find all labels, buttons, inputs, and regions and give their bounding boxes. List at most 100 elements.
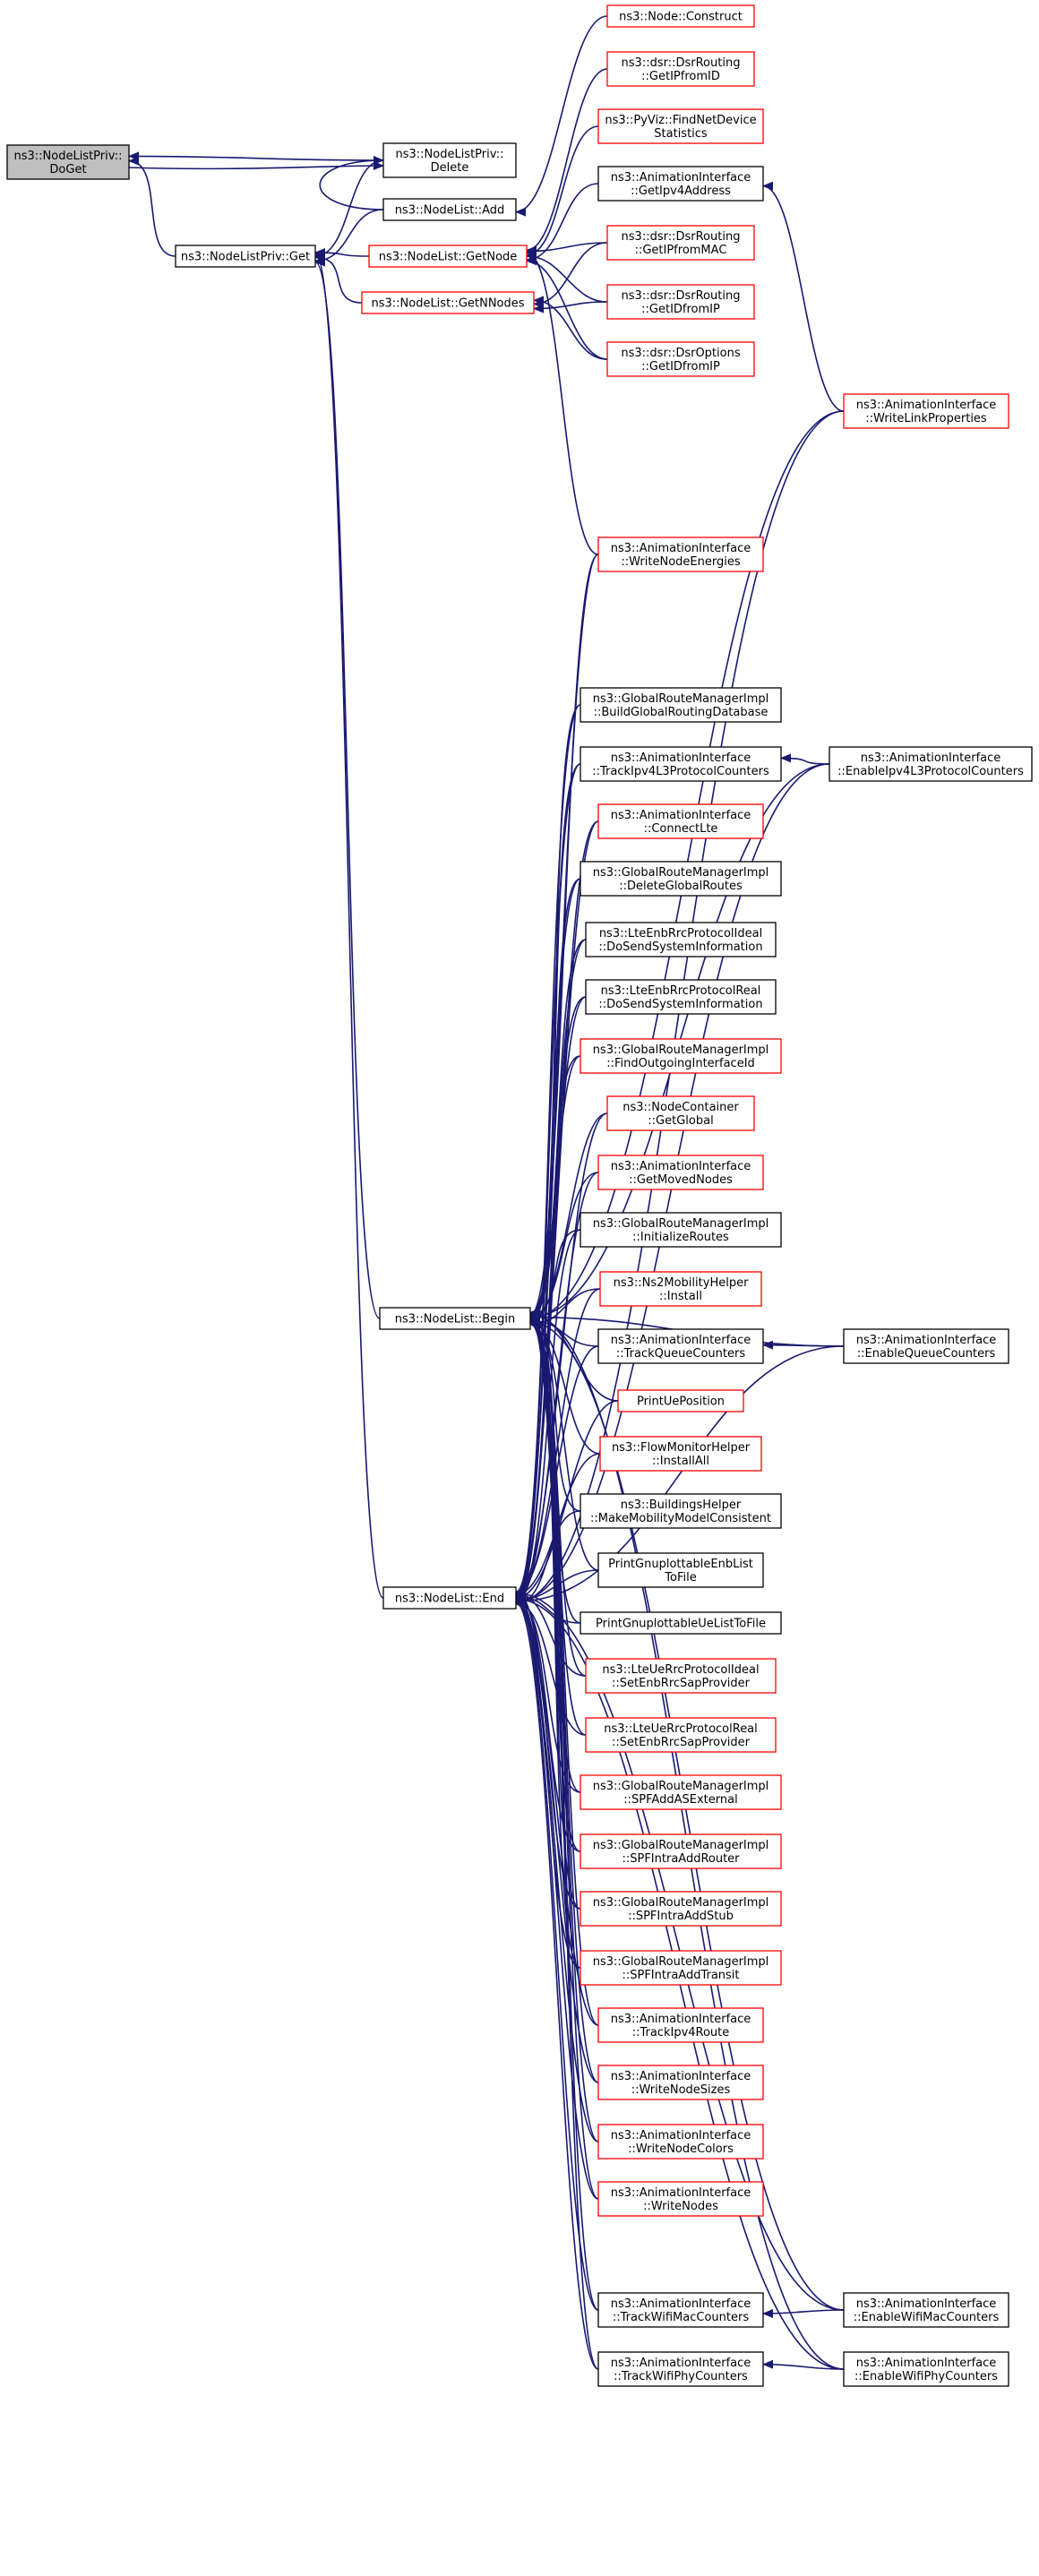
node-label: ns3::LteUeRrcProtocolReal bbox=[604, 1722, 758, 1736]
graph-node-getnode[interactable]: ns3::NodeList::GetNode bbox=[368, 245, 528, 268]
node-label: ns3::AnimationInterface bbox=[611, 542, 751, 555]
node-box bbox=[597, 2351, 764, 2387]
graph-node-getmovednodes[interactable]: ns3::AnimationInterface::GetMovedNodes bbox=[597, 1155, 764, 1190]
graph-edge-findoutgoing-to-end bbox=[515, 1055, 581, 1601]
graph-node-getnnodes[interactable]: ns3::NodeList::GetNNodes bbox=[361, 291, 535, 314]
node-label: ::TrackQueueCounters bbox=[616, 1347, 745, 1361]
node-box bbox=[597, 537, 764, 572]
graph-node-writenodecolors[interactable]: ns3::AnimationInterface::WriteNodeColors bbox=[597, 2124, 764, 2160]
graph-node-enablewifiphy[interactable]: ns3::AnimationInterface::EnableWifiPhyCo… bbox=[843, 2351, 1009, 2387]
graph-node-trackipv4l3[interactable]: ns3::AnimationInterface::TrackIpv4L3Prot… bbox=[580, 746, 782, 782]
node-box bbox=[597, 1552, 764, 1588]
node-label: ::FindOutgoingInterfaceId bbox=[606, 1057, 755, 1070]
graph-node-dsr_getipfromid[interactable]: ns3::dsr::DsrRouting::GetIPfromID bbox=[606, 51, 755, 87]
node-label: ns3::NodeContainer bbox=[623, 1101, 739, 1114]
graph-node-ltenbideal[interactable]: ns3::LteEnbRrcProtocolIdeal::DoSendSyste… bbox=[585, 922, 777, 957]
node-label: ns3::GlobalRouteManagerImpl bbox=[593, 1780, 769, 1793]
node-box bbox=[175, 245, 316, 268]
node-label: ToFile bbox=[664, 1571, 696, 1584]
node-box bbox=[580, 1611, 782, 1635]
graph-node-begin[interactable]: ns3::NodeList::Begin bbox=[379, 1307, 531, 1330]
graph-node-buildglobal[interactable]: ns3::GlobalRouteManagerImpl::BuildGlobal… bbox=[580, 687, 782, 723]
graph-node-trackqueue[interactable]: ns3::AnimationInterface::TrackQueueCount… bbox=[597, 1328, 764, 1364]
node-label: ::TrackWifiPhyCounters bbox=[614, 2370, 748, 2383]
node-label: ::GetIpv4Address bbox=[631, 185, 731, 198]
graph-node-writenodesizes[interactable]: ns3::AnimationInterface::WriteNodeSizes bbox=[597, 2065, 764, 2100]
graph-node-deleteglobal[interactable]: ns3::GlobalRouteManagerImpl::DeleteGloba… bbox=[580, 861, 782, 897]
graph-node-dsropt_getidfromip[interactable]: ns3::dsr::DsrOptions::GetIDfromIP bbox=[606, 341, 755, 377]
node-label: ::TrackIpv4L3ProtocolCounters bbox=[592, 765, 769, 778]
node-label: ns3::AnimationInterface bbox=[611, 2186, 751, 2200]
graph-node-getipv4[interactable]: ns3::AnimationInterface::GetIpv4Address bbox=[597, 166, 764, 202]
graph-node-initroutes[interactable]: ns3::GlobalRouteManagerImpl::InitializeR… bbox=[580, 1212, 782, 1248]
graph-edge-writenodeenergies-to-getnode bbox=[526, 248, 599, 555]
graph-node-spfrouter[interactable]: ns3::GlobalRouteManagerImpl::SPFIntraAdd… bbox=[580, 1833, 782, 1869]
node-label: ns3::AnimationInterface bbox=[611, 1160, 751, 1173]
node-label: ns3::GlobalRouteManagerImpl bbox=[593, 692, 769, 706]
node-box bbox=[580, 1038, 782, 1074]
graph-node-printue[interactable]: PrintUePosition bbox=[617, 1389, 744, 1413]
graph-node-dsr_getipfrommac[interactable]: ns3::dsr::DsrRouting::GetIPfromMAC bbox=[606, 225, 755, 261]
node-box bbox=[597, 1155, 764, 1190]
graph-edge-add-to-delete bbox=[319, 156, 384, 210]
graph-node-flowmonitor[interactable]: ns3::FlowMonitorHelper::InstallAll bbox=[599, 1436, 762, 1472]
graph-node-end[interactable]: ns3::NodeList::End bbox=[382, 1586, 517, 1610]
graph-node-construct[interactable]: ns3::Node::Construct bbox=[606, 4, 755, 28]
graph-node-ns2mobility[interactable]: ns3::Ns2MobilityHelper::Install bbox=[599, 1271, 762, 1307]
node-box bbox=[843, 1328, 1009, 1364]
graph-edges bbox=[128, 15, 845, 2370]
graph-node-doget[interactable]: ns3::NodeListPriv::DoGet bbox=[6, 144, 130, 180]
node-label: ::GetGlobal bbox=[648, 1114, 713, 1128]
node-label: ::EnableQueueCounters bbox=[857, 1347, 996, 1361]
node-label: ::EnableIpv4L3ProtocolCounters bbox=[837, 765, 1024, 778]
graph-node-trackwifimac[interactable]: ns3::AnimationInterface::TrackWifiMacCou… bbox=[597, 2292, 764, 2328]
graph-node-spfaddas[interactable]: ns3::GlobalRouteManagerImpl::SPFAddASExt… bbox=[580, 1774, 782, 1810]
node-label: ns3::dsr::DsrOptions bbox=[621, 347, 740, 360]
node-label: ::Install bbox=[659, 1290, 702, 1303]
graph-node-ltenbreal[interactable]: ns3::LteEnbRrcProtocolReal::DoSendSystem… bbox=[585, 979, 777, 1015]
node-box bbox=[361, 291, 535, 314]
graph-node-enablewifimac[interactable]: ns3::AnimationInterface::EnableWifiMacCo… bbox=[843, 2292, 1009, 2328]
graph-node-enableipv4l3[interactable]: ns3::AnimationInterface::EnableIpv4L3Pro… bbox=[829, 746, 1033, 782]
node-box bbox=[597, 2292, 764, 2328]
node-box bbox=[606, 341, 755, 377]
graph-node-findoutgoing[interactable]: ns3::GlobalRouteManagerImpl::FindOutgoin… bbox=[580, 1038, 782, 1074]
node-box bbox=[829, 746, 1033, 782]
node-label: ns3::GlobalRouteManagerImpl bbox=[593, 1955, 769, 1969]
node-label: ns3::NodeListPriv:: bbox=[395, 148, 503, 161]
graph-node-writelinkprops[interactable]: ns3::AnimationInterface::WriteLinkProper… bbox=[843, 393, 1009, 429]
graph-node-connectlte[interactable]: ns3::AnimationInterface::ConnectLte bbox=[597, 803, 764, 839]
graph-node-get[interactable]: ns3::NodeListPriv::Get bbox=[175, 245, 316, 268]
graph-edge-dsr_getipfrommac-to-getnode bbox=[526, 242, 608, 256]
node-label: ::GetMovedNodes bbox=[629, 1173, 733, 1187]
graph-node-spfstub[interactable]: ns3::GlobalRouteManagerImpl::SPFIntraAdd… bbox=[580, 1891, 782, 1927]
graph-node-buildingshelper[interactable]: ns3::BuildingsHelper::MakeMobilityModelC… bbox=[580, 1493, 782, 1529]
graph-edge-deleteglobal-to-end bbox=[515, 878, 581, 1599]
graph-node-printgnuplotue[interactable]: PrintGnuplottableUeListToFile bbox=[580, 1611, 782, 1635]
graph-node-enablequeue[interactable]: ns3::AnimationInterface::EnableQueueCoun… bbox=[843, 1328, 1009, 1364]
graph-node-trackwifiphy[interactable]: ns3::AnimationInterface::TrackWifiPhyCou… bbox=[597, 2351, 764, 2387]
graph-node-lteuereal[interactable]: ns3::LteUeRrcProtocolReal::SetEnbRrcSapP… bbox=[585, 1717, 777, 1753]
node-box bbox=[580, 1833, 782, 1869]
node-box bbox=[382, 1586, 517, 1610]
node-label: ns3::AnimationInterface bbox=[856, 399, 997, 412]
node-box bbox=[597, 166, 764, 202]
graph-node-lteueideal[interactable]: ns3::LteUeRrcProtocolIdeal::SetEnbRrcSap… bbox=[585, 1658, 777, 1694]
graph-node-spftransit[interactable]: ns3::GlobalRouteManagerImpl::SPFIntraAdd… bbox=[580, 1950, 782, 1986]
graph-node-add[interactable]: ns3::NodeList::Add bbox=[382, 198, 517, 221]
graph-edge-writenodesizes-to-end bbox=[515, 1590, 599, 2083]
graph-node-writenodes[interactable]: ns3::AnimationInterface::WriteNodes bbox=[597, 2181, 764, 2217]
node-label: PrintUePosition bbox=[637, 1395, 725, 1409]
graph-node-trackipv4route[interactable]: ns3::AnimationInterface::TrackIpv4Route bbox=[597, 2007, 764, 2043]
node-box bbox=[585, 922, 777, 957]
node-label: ns3::NodeList::GetNNodes bbox=[371, 297, 524, 311]
graph-node-writenodeenergies[interactable]: ns3::AnimationInterface::WriteNodeEnergi… bbox=[597, 537, 764, 572]
graph-node-delete[interactable]: ns3::NodeListPriv::Delete bbox=[382, 142, 517, 178]
graph-node-nodecontainer[interactable]: ns3::NodeContainer::GetGlobal bbox=[606, 1095, 755, 1131]
node-label: ns3::NodeList::GetNode bbox=[379, 251, 518, 264]
graph-node-dsr_getidfromip[interactable]: ns3::dsr::DsrRouting::GetIDfromIP bbox=[606, 284, 755, 320]
graph-edge-enablewifiphy-to-trackwifiphy bbox=[762, 2359, 845, 2370]
node-label: ::EnableWifiPhyCounters bbox=[854, 2370, 998, 2383]
